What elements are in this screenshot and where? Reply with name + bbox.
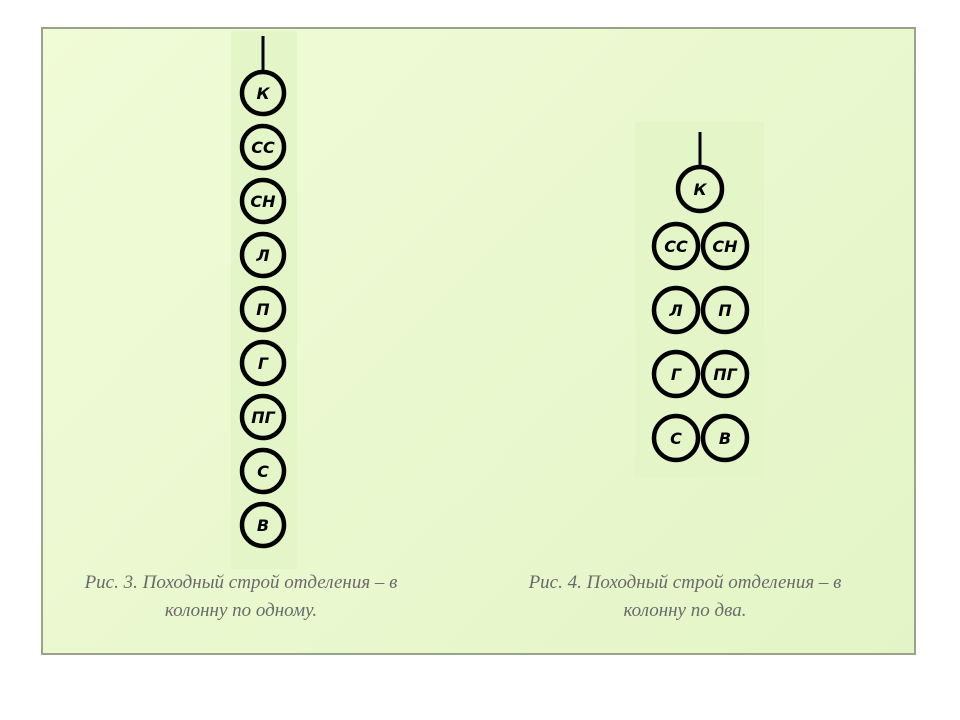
node-circle [239,501,287,549]
node-label: Л [668,301,682,320]
node-circle [239,285,287,333]
node-circle [239,339,287,387]
node-label: Г [258,354,269,373]
node-circle [651,221,701,271]
node-label: СН [712,237,738,256]
node-label: ПГ [251,408,275,427]
node-circle [700,349,750,399]
node-label: СС [664,237,688,256]
node-label: Г [671,365,682,384]
soldier-node: С [239,447,287,495]
soldier-node: Г [239,339,287,387]
node-label: ПГ [713,365,737,384]
node-circle [700,413,750,463]
node-circle [700,221,750,271]
node-label: СС [251,138,275,157]
commander-node: К [675,164,725,214]
node-circle [239,447,287,495]
caption-line: колонну по одному. [164,600,318,621]
soldier-node: Л [651,285,701,335]
node-label: СН [250,192,276,211]
node-circle [239,393,287,441]
figure-3-caption: Рис. 3. Походный строй отделения – в кол… [61,569,421,625]
node-label: С [670,429,682,448]
node-circle [239,177,287,225]
node-circle [700,285,750,335]
node-label: Л [255,246,269,265]
soldier-node: П [700,285,750,335]
node-label: П [718,301,732,320]
node-label: К [693,180,707,199]
soldier-node: К [239,69,287,117]
node-label: В [257,516,269,535]
node-circle [239,231,287,279]
soldier-node: СН [239,177,287,225]
soldier-node: Л [239,231,287,279]
node-circle [239,123,287,171]
node-circle [239,69,287,117]
soldier-node: СС [651,221,701,271]
node-circle [651,413,701,463]
figure-4-caption: Рис. 4. Походный строй отделения – в кол… [495,569,875,625]
node-label: В [719,429,731,448]
soldier-node: В [239,501,287,549]
caption-line: Рис. 3. Походный строй отделения – в [84,572,398,593]
soldier-node: С [651,413,701,463]
soldier-node: СС [239,123,287,171]
soldier-node: СН [700,221,750,271]
soldier-node: ПГ [700,349,750,399]
caption-line: колонну по два. [623,600,747,621]
node-circle [675,164,725,214]
soldier-node: Г [651,349,701,399]
soldier-node: В [700,413,750,463]
soldier-node: ПГ [239,393,287,441]
node-label: К [256,84,270,103]
caption-line: Рис. 4. Походный строй отделения – в [528,572,842,593]
node-label: П [256,300,270,319]
soldier-node: П [239,285,287,333]
node-circle [651,349,701,399]
node-circle [651,285,701,335]
node-label: С [257,462,269,481]
